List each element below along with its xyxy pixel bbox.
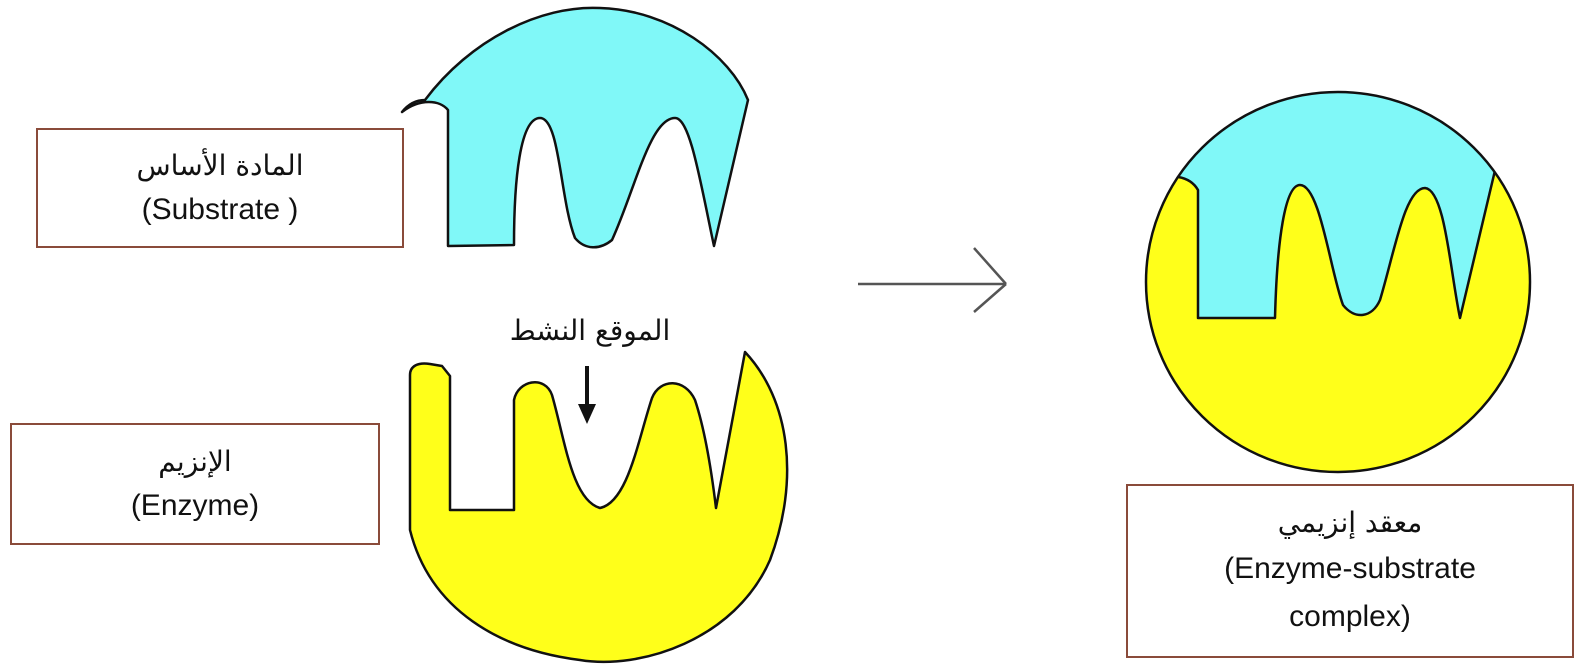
reaction-arrow: [858, 247, 1007, 313]
active-site-label: الموقع النشط: [509, 314, 671, 347]
enzyme-label-arabic: الإنزيم: [158, 445, 232, 478]
active-site-arrow-head: [578, 404, 596, 424]
substrate-shape: [400, 6, 750, 249]
complex-outline: [1144, 90, 1532, 474]
complex-shape: [1144, 90, 1532, 474]
complex-label-arabic: معقد إنزيمي: [1277, 506, 1423, 539]
enzyme-label-box: الإنزيم (Enzyme): [10, 423, 380, 545]
enzyme-label-english: (Enzyme): [130, 489, 260, 522]
substrate-label-arabic: المادة الأساس: [136, 149, 304, 182]
complex-label-english-line2: complex): [1289, 600, 1411, 633]
complex-substrate-body: [1146, 92, 1530, 320]
complex-label-box: معقد إنزيمي (Enzyme-substrate complex): [1126, 484, 1574, 658]
substrate-label-box: المادة الأساس (Substrate ): [36, 128, 404, 248]
substrate-label-english: (Substrate ): [141, 193, 299, 226]
complex-label-english-line1: (Enzyme-substrate: [1224, 552, 1476, 585]
enzyme-shape: [408, 350, 789, 664]
